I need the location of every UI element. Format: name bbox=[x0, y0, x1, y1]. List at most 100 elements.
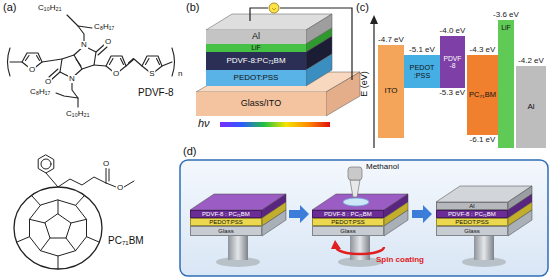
atom-label: O bbox=[104, 38, 112, 46]
energy-level-value: -4.2 eV bbox=[518, 57, 544, 65]
atom-label: O bbox=[116, 184, 124, 192]
pdvf8-structure bbox=[8, 15, 175, 107]
alkyl-chain-label: C₁₀H₂₁ bbox=[66, 110, 89, 118]
pedot-layer: PEDOT:PSS bbox=[312, 218, 384, 226]
pc71bm-structure bbox=[109, 169, 110, 181]
active-layer: PDVF-8 : PC₇₁BM bbox=[190, 210, 262, 218]
spin-coater-chuck bbox=[350, 236, 370, 260]
circuit-wire bbox=[250, 8, 268, 21]
alkyl-chain-label: C₁₀H₂₁ bbox=[38, 4, 61, 12]
atom-label: N bbox=[68, 75, 76, 83]
panel-letter: (d) bbox=[183, 146, 196, 157]
pc71bm-structure bbox=[45, 214, 71, 238]
pc71bm-structure bbox=[17, 196, 99, 269]
compound-name: PC₇₁BM bbox=[108, 236, 144, 246]
energy-bar: -4.3 eVPC₇₁BM-6.1 eV bbox=[467, 55, 498, 135]
energy-axis bbox=[370, 15, 378, 24]
pdvf8-structure bbox=[78, 26, 92, 28]
light-label: hν bbox=[198, 118, 210, 129]
energy-level-value: -5.3 eV bbox=[439, 89, 465, 97]
layer-label: LiF bbox=[251, 44, 261, 51]
layer-label: LiF bbox=[501, 24, 511, 31]
atom-label: O bbox=[102, 160, 110, 168]
device-stack-illustration bbox=[306, 54, 332, 86]
pdvf8-structure bbox=[146, 59, 150, 65]
energy-level-value: -4.0 eV bbox=[440, 27, 466, 35]
layer-label: Al bbox=[252, 32, 260, 41]
energy-level-value: -4.3 eV bbox=[470, 46, 496, 54]
light-bulb-symbol bbox=[269, 3, 279, 13]
compound-name: PDVF-8 bbox=[138, 88, 174, 98]
sample-stack bbox=[262, 210, 286, 236]
pdvf8-structure bbox=[162, 62, 172, 66]
pc71bm-structure bbox=[106, 168, 107, 183]
sample-stack bbox=[190, 194, 286, 236]
energy-bar: -3.6 eVLiF bbox=[498, 20, 514, 148]
energy-level-value: -6.1 eV bbox=[470, 136, 496, 144]
spin-arrow bbox=[331, 240, 384, 254]
energy-axis bbox=[373, 22, 374, 148]
aluminium-layer: Al bbox=[206, 30, 306, 44]
layer-label: ITO bbox=[384, 87, 397, 95]
process-arrow bbox=[412, 205, 432, 223]
pdvf8-structure bbox=[77, 98, 78, 107]
process-panel bbox=[180, 160, 548, 276]
active-layer: PDVF-8 : PC₇₁BM bbox=[436, 210, 508, 218]
pdvf8-structure bbox=[74, 46, 96, 69]
layer-label: PC₇₁BM bbox=[469, 91, 496, 99]
pedot-layer: PEDOT:PSS bbox=[206, 70, 306, 86]
energy-bar: -4.2 eVAl bbox=[516, 66, 546, 148]
layer-label: PDVF-8 : PC₇₁BM bbox=[202, 211, 250, 217]
pdvf8-structure bbox=[42, 59, 62, 62]
sample-stack bbox=[343, 198, 369, 206]
layer-label: Glass/ITO bbox=[241, 99, 281, 108]
layer-label: PDVF-8 : PC₇₁BM bbox=[448, 211, 496, 217]
pc71bm-structure bbox=[124, 181, 134, 187]
alkyl-chain-label: C₈H₁₇ bbox=[94, 23, 114, 31]
spin-coater-chuck bbox=[474, 236, 494, 260]
energy-bar: -5.1 eVPEDOT :PSS bbox=[404, 55, 440, 88]
glass-layer: Glass bbox=[312, 226, 384, 236]
sample-stack bbox=[436, 186, 532, 236]
energy-level-value: -4.7 eV bbox=[378, 36, 404, 44]
energy-level-value: -5.1 eV bbox=[409, 46, 435, 54]
layer-label: PEDOT:PSS bbox=[209, 219, 243, 225]
layer-label: Glass bbox=[340, 228, 355, 234]
spin-coater-chuck bbox=[228, 236, 248, 260]
layer-label: PEDOT:PSS bbox=[331, 219, 365, 225]
energy-bar: -4.7 eVITO bbox=[378, 45, 404, 138]
sample-stack bbox=[508, 210, 532, 236]
pdvf8-structure bbox=[37, 56, 40, 61]
process-arrow bbox=[289, 205, 309, 223]
spin-arrow bbox=[336, 247, 384, 254]
device-stack-illustration bbox=[220, 122, 330, 127]
pdvf8-structure bbox=[10, 61, 22, 62]
pc71bm-structure bbox=[38, 155, 54, 173]
light-bulb-symbol bbox=[272, 8, 276, 10]
alkyl-chain-label: C₈H₁₇ bbox=[30, 88, 50, 96]
substrate-layer: Glass/ITO bbox=[196, 92, 326, 116]
light-bulb-symbol bbox=[269, 3, 279, 13]
sample-stack bbox=[348, 167, 362, 180]
spin-coater-chuck bbox=[216, 236, 506, 267]
pdvf8-structure bbox=[49, 69, 58, 77]
pc71bm-structure bbox=[41, 159, 51, 169]
atom-label: N bbox=[80, 41, 88, 49]
layer-label: Glass bbox=[218, 228, 233, 234]
atom-label: O bbox=[28, 66, 36, 74]
pc71bm-structure bbox=[14, 187, 102, 269]
energy-level-value: -3.6 eV bbox=[493, 11, 519, 19]
atom-label: O bbox=[112, 70, 120, 78]
pdvf8-structure bbox=[129, 59, 134, 64]
pdvf8-structure bbox=[110, 59, 114, 65]
layer-label: Al bbox=[527, 103, 534, 111]
layer-label: Glass bbox=[464, 228, 479, 234]
lif-layer: LiF bbox=[206, 44, 306, 52]
pdvf8-structure bbox=[121, 59, 124, 65]
energy-axis bbox=[370, 15, 378, 148]
sample-stack bbox=[384, 210, 408, 236]
device-stack-illustration bbox=[326, 72, 360, 116]
layer-label: Al bbox=[469, 203, 474, 209]
pedot-layer: PEDOT:PSS bbox=[190, 218, 262, 226]
